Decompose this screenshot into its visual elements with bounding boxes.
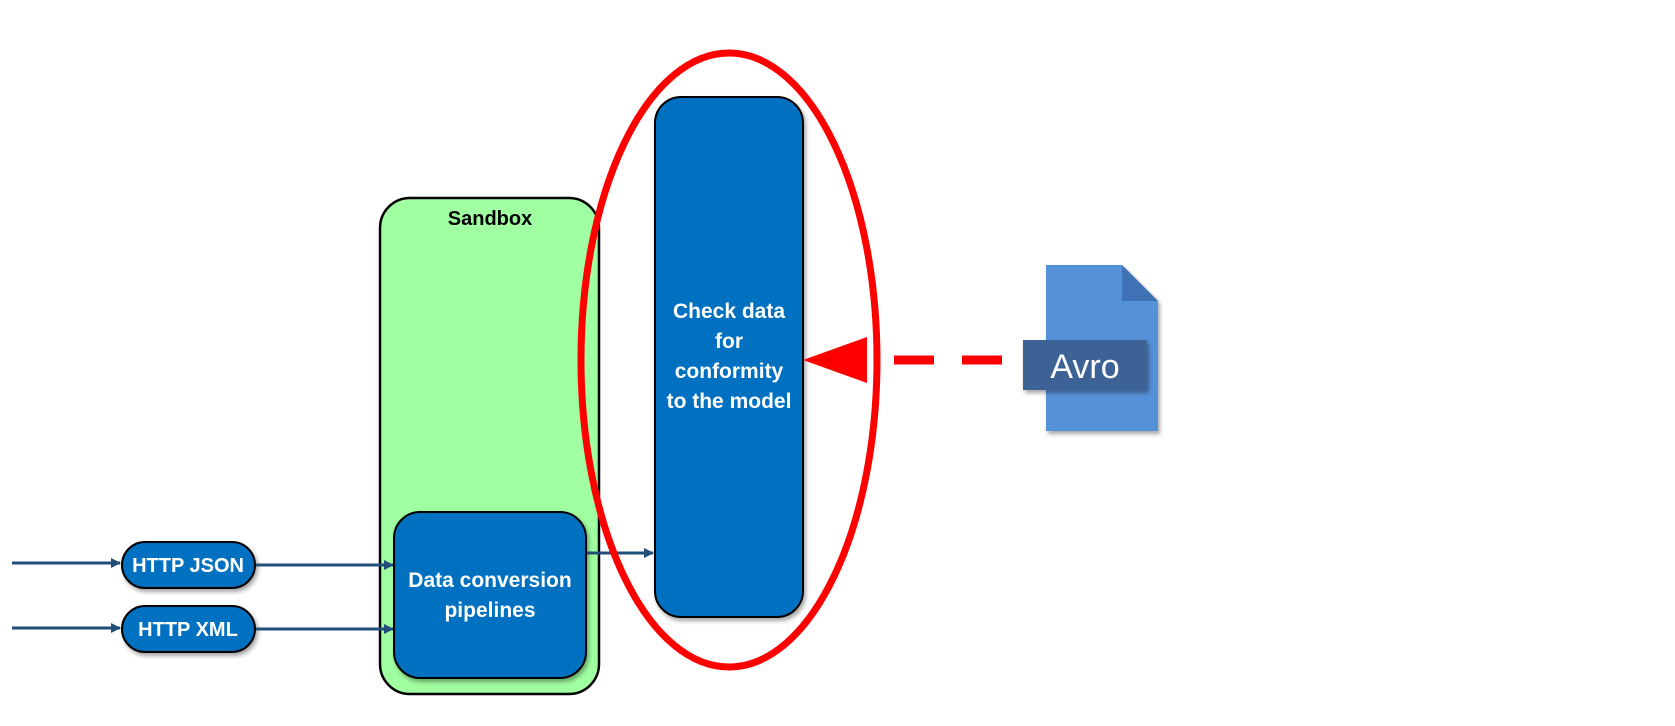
check-label-line3: conformity bbox=[675, 360, 784, 383]
data-conversion-pipelines-node: Data conversion pipelines bbox=[393, 511, 587, 679]
pipelines-label-line1: Data conversion bbox=[408, 569, 571, 592]
sandbox-title: Sandbox bbox=[448, 208, 532, 230]
check-label-line4: to the model bbox=[667, 390, 792, 413]
avro-label: Avro bbox=[1050, 348, 1119, 386]
check-label-line2: for bbox=[715, 330, 743, 353]
avro-label-plate bbox=[1023, 340, 1147, 390]
http-xml-label: HTTP XML bbox=[138, 619, 238, 641]
check-label-line1: Check data bbox=[673, 300, 785, 323]
http-json-label: HTTP JSON bbox=[132, 555, 244, 577]
check-conformity-node: Check data for conformity to the model bbox=[654, 96, 804, 618]
pipelines-label-line2: pipelines bbox=[444, 599, 535, 622]
avro-file-icon: Avro bbox=[1023, 265, 1158, 431]
http-json-node: HTTP JSON bbox=[121, 541, 256, 589]
highlight-ellipse bbox=[577, 49, 881, 671]
http-xml-node: HTTP XML bbox=[121, 605, 256, 653]
schema-reference-arrow bbox=[803, 337, 1002, 383]
